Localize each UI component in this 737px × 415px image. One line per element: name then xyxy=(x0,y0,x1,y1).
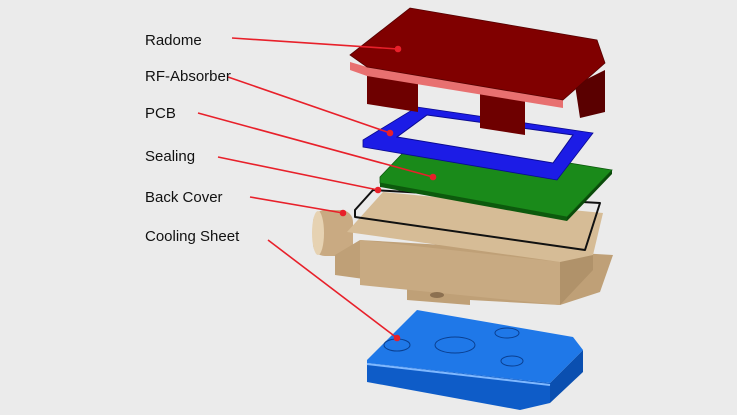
leader-line-sealing xyxy=(217,156,379,191)
label-cooling-sheet: Cooling Sheet xyxy=(145,228,240,245)
leader-dot-back-cover xyxy=(339,209,347,217)
leader-line-back-cover xyxy=(249,196,344,214)
label-rf-absorber: RF-Absorber xyxy=(145,68,231,85)
leader-dot-rf-absorber xyxy=(386,129,394,137)
label-sealing: Sealing xyxy=(145,148,196,165)
label-pcb: PCB xyxy=(145,105,176,122)
leader-line-pcb xyxy=(197,112,434,178)
leader-line-cooling-sheet xyxy=(267,239,398,339)
rf-absorber-part xyxy=(362,106,594,181)
radome-part xyxy=(349,7,606,135)
leader-line-rf-absorber xyxy=(227,76,391,134)
leader-dot-sealing xyxy=(374,186,382,194)
cooling-sheet-part xyxy=(366,310,583,410)
leader-dot-cooling-sheet xyxy=(393,334,401,342)
leader-dot-radome xyxy=(394,45,402,53)
leader-dot-pcb xyxy=(429,173,437,181)
leader-line-radome xyxy=(231,37,399,50)
label-back-cover: Back Cover xyxy=(145,189,223,206)
label-radome: Radome xyxy=(145,32,202,49)
sealing-part xyxy=(354,189,601,251)
